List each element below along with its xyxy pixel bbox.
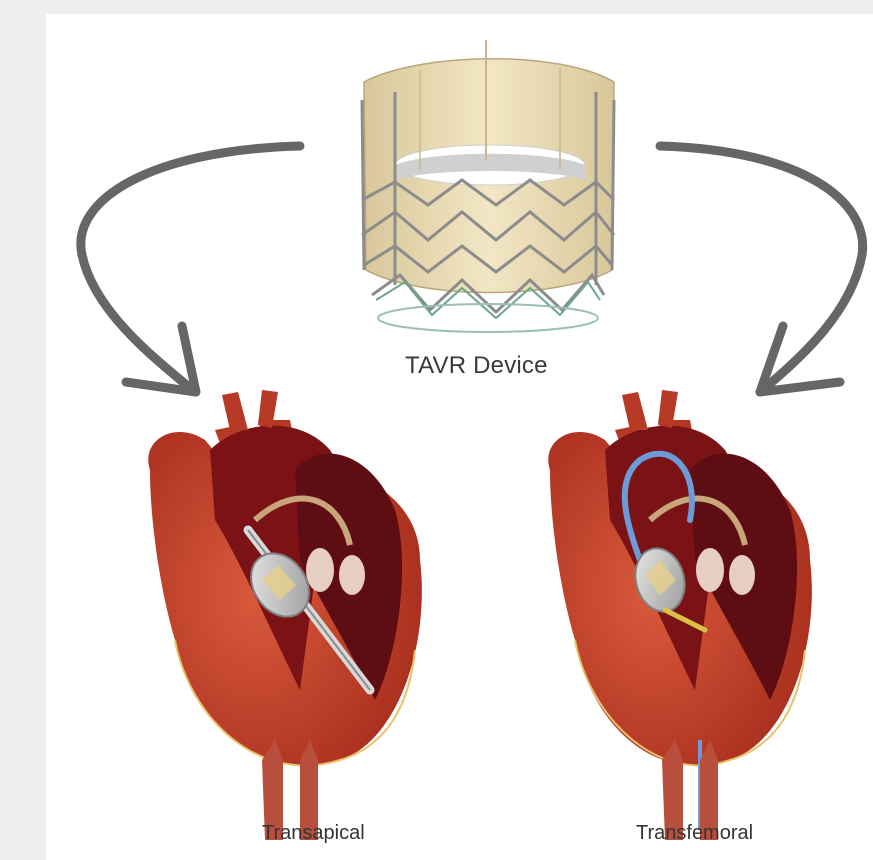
device-label: TAVR Device xyxy=(405,352,548,380)
transapical-label: Transapical xyxy=(262,822,365,845)
arrow-right xyxy=(660,146,863,392)
transfemoral-label: Transfemoral xyxy=(636,822,753,845)
heart-transapical-icon xyxy=(148,390,422,840)
heart-transfemoral-icon xyxy=(548,390,812,840)
tavr-valve-icon xyxy=(362,40,614,332)
arrow-left xyxy=(81,146,300,392)
